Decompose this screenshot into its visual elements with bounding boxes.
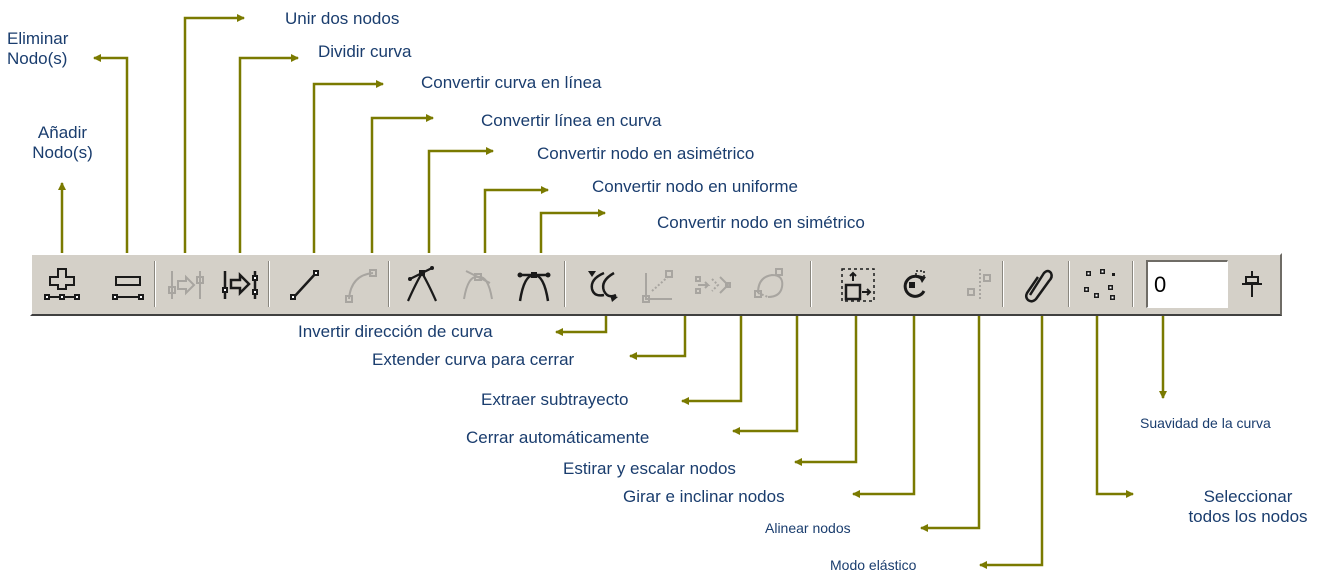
break-curve-button[interactable] [218, 261, 262, 309]
label-align: Alinear nodos [765, 520, 851, 536]
toolbar-separator [388, 261, 390, 307]
toolbar-separator [564, 261, 566, 307]
toolbar-separator [154, 261, 156, 307]
arrow-extract [681, 312, 743, 405]
arrow-break-curve [238, 54, 299, 258]
reverse-direction-icon [588, 271, 618, 302]
arrow-select-all [1095, 312, 1134, 498]
label-to-line: Convertir curva en línea [421, 73, 602, 92]
toolbar-separator [268, 261, 270, 307]
cusp-node-icon [406, 266, 438, 302]
delete-node-icon [112, 276, 144, 300]
label-to-curve: Convertir línea en curva [481, 111, 662, 130]
label-delete-nodes: Eliminar Nodo(s) [7, 29, 69, 69]
label-add-nodes: Añadir Nodo(s) [32, 123, 93, 163]
rotate-skew-button[interactable] [892, 261, 936, 309]
select-all-nodes-icon [1084, 269, 1115, 300]
label-break-curve: Dividir curva [318, 42, 412, 59]
label-join-nodes: Unir dos nodos [285, 9, 400, 28]
curve-smoothness-input[interactable] [1146, 260, 1228, 308]
arrow-align [920, 312, 981, 532]
label-extract: Extraer subtrayecto [481, 390, 629, 409]
reverse-direction-button[interactable] [580, 261, 624, 309]
symmetric-node-icon [517, 272, 551, 302]
auto-close-icon [754, 268, 784, 298]
delete-node-button[interactable] [106, 261, 150, 309]
extend-close-button[interactable] [636, 261, 680, 309]
join-nodes-icon [168, 271, 204, 299]
auto-close-button[interactable] [748, 261, 792, 309]
label-autoclose: Cerrar automáticamente [466, 428, 650, 447]
arrow-delete-nodes [93, 54, 129, 258]
toolbar-separator [810, 261, 812, 307]
smooth-node-icon [463, 270, 493, 300]
label-reverse: Invertir dirección de curva [298, 322, 493, 340]
extend-close-icon [642, 270, 673, 303]
arrow-smooth [483, 186, 549, 258]
join-nodes-button[interactable] [164, 261, 208, 309]
arrow-symmetric [539, 209, 606, 258]
align-nodes-button[interactable] [954, 261, 998, 309]
to-line-button[interactable] [282, 261, 326, 309]
align-nodes-icon [967, 269, 991, 301]
extract-subpath-button[interactable] [692, 261, 736, 309]
cusp-node-button[interactable] [400, 261, 444, 309]
stretch-scale-button[interactable] [836, 261, 880, 309]
break-curve-icon [222, 271, 258, 299]
label-extend: Extender curva para cerrar [372, 350, 575, 368]
to-curve-button[interactable] [338, 261, 382, 309]
label-symmetric: Convertir nodo en simétrico [657, 213, 865, 232]
select-all-nodes-button[interactable] [1078, 261, 1122, 309]
toolbar-separator [1132, 261, 1134, 307]
to-line-icon [290, 270, 319, 300]
label-curve-smoothness: Suavidad de la curva [1140, 415, 1271, 431]
toolbar-separator [1068, 261, 1070, 307]
arrow-extend [629, 312, 687, 360]
curve-smoothness-slider-button[interactable] [1230, 261, 1274, 307]
arrow-stretch [794, 312, 858, 466]
to-curve-icon [345, 269, 377, 303]
extract-subpath-icon [695, 276, 731, 294]
label-stretch: Estirar y escalar nodos [563, 459, 736, 478]
arrow-join-nodes [183, 14, 245, 258]
symmetric-node-button[interactable] [512, 261, 556, 309]
arrow-rotate [852, 312, 916, 498]
label-elastic: Modo elástico [830, 557, 917, 573]
node-edit-toolbar [30, 253, 1282, 316]
label-smooth: Convertir nodo en uniforme [592, 177, 799, 196]
elastic-mode-icon [1024, 269, 1053, 303]
arrow-elastic [979, 312, 1044, 569]
smooth-node-button[interactable] [456, 261, 500, 309]
label-select-all: Seleccionar todos los nodos [1188, 487, 1308, 527]
toolbar-separator [1002, 261, 1004, 307]
arrow-to-line [312, 80, 384, 258]
add-node-icon [44, 268, 80, 300]
label-rotate: Girar e inclinar nodos [623, 487, 785, 506]
rotate-skew-icon [903, 270, 926, 298]
arrow-autoclose [732, 312, 799, 435]
label-cusp: Convertir nodo en asimétrico [537, 144, 755, 162]
add-node-button[interactable] [40, 261, 84, 309]
elastic-mode-button[interactable] [1016, 261, 1060, 309]
arrow-cusp [427, 147, 494, 258]
slider-icon [1242, 271, 1262, 297]
arrow-to-curve [370, 114, 434, 258]
stretch-scale-icon [841, 268, 875, 302]
